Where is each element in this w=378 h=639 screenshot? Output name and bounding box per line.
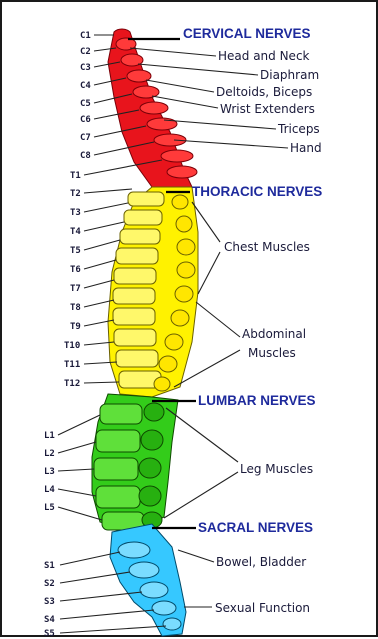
vertebra-label-s5: S5 [44,629,55,639]
vertebra-label-t9: T9 [70,322,81,332]
vertebra-label-t12: T12 [64,379,80,389]
sacral-segment [110,524,186,636]
vertebra-label-c7: C7 [80,133,91,143]
vertebra-label-c8: C8 [80,151,91,161]
function-diaphram: Diaphram [260,68,319,82]
vertebra-label-s4: S4 [44,615,55,625]
vertebra-label-c5: C5 [80,99,91,109]
lumbar-segment [92,394,178,532]
vertebra-label-t6: T6 [70,265,81,275]
function-abdominal-muscles: Muscles [248,346,296,360]
vertebra-label-s2: S2 [44,579,55,589]
function-leg-muscles: Leg Muscles [240,462,313,476]
thoracic-segment [108,187,198,397]
vertebra-label-l1: L1 [44,431,55,441]
vertebra-label-l3: L3 [44,467,55,477]
vertebra-label-c4: C4 [80,81,91,91]
vertebra-label-t11: T11 [64,360,80,370]
vertebra-label-s3: S3 [44,597,55,607]
header-cervical-nerves: CERVICAL NERVES [183,26,311,41]
header-thoracic-nerves: THORACIC NERVES [192,184,322,199]
function-chest-muscles: Chest Muscles [224,240,310,254]
function-hand: Hand [290,141,322,155]
vertebra-label-l2: L2 [44,449,55,459]
header-lumbar-nerves: LUMBAR NERVES [198,393,316,408]
vertebra-label-l5: L5 [44,503,55,513]
vertebra-label-t5: T5 [70,246,81,256]
function-abdominal: Abdominal [242,327,306,341]
lumbar-function-labels: Leg Muscles [164,408,313,518]
vertebra-label-c6: C6 [80,115,91,125]
vertebra-label-t3: T3 [70,208,81,218]
vertebra-label-l4: L4 [44,485,55,495]
function-head-and-neck: Head and Neck [218,49,310,63]
function-wrist-extenders: Wrist Extenders [220,102,315,116]
vertebra-label-t10: T10 [64,341,80,351]
vertebra-label-s1: S1 [44,561,55,571]
vertebra-label-t7: T7 [70,284,81,294]
vertebra-label-c1: C1 [80,31,91,41]
function-sexual-function: Sexual Function [215,601,310,615]
vertebra-label-t8: T8 [70,303,81,313]
vertebra-label-t4: T4 [70,227,81,237]
vertebra-label-c2: C2 [80,47,91,57]
function-deltoids-biceps: Deltoids, Biceps [216,85,312,99]
sacral-function-labels: Bowel, Bladder Sexual Function [178,550,310,615]
header-sacral-nerves: SACRAL NERVES [198,520,313,535]
vertebra-label-c3: C3 [80,63,91,73]
vertebra-label-t2: T2 [70,189,81,199]
function-bowel-bladder: Bowel, Bladder [216,555,306,569]
vertebra-label-t1: T1 [70,171,81,181]
function-triceps: Triceps [277,122,320,136]
